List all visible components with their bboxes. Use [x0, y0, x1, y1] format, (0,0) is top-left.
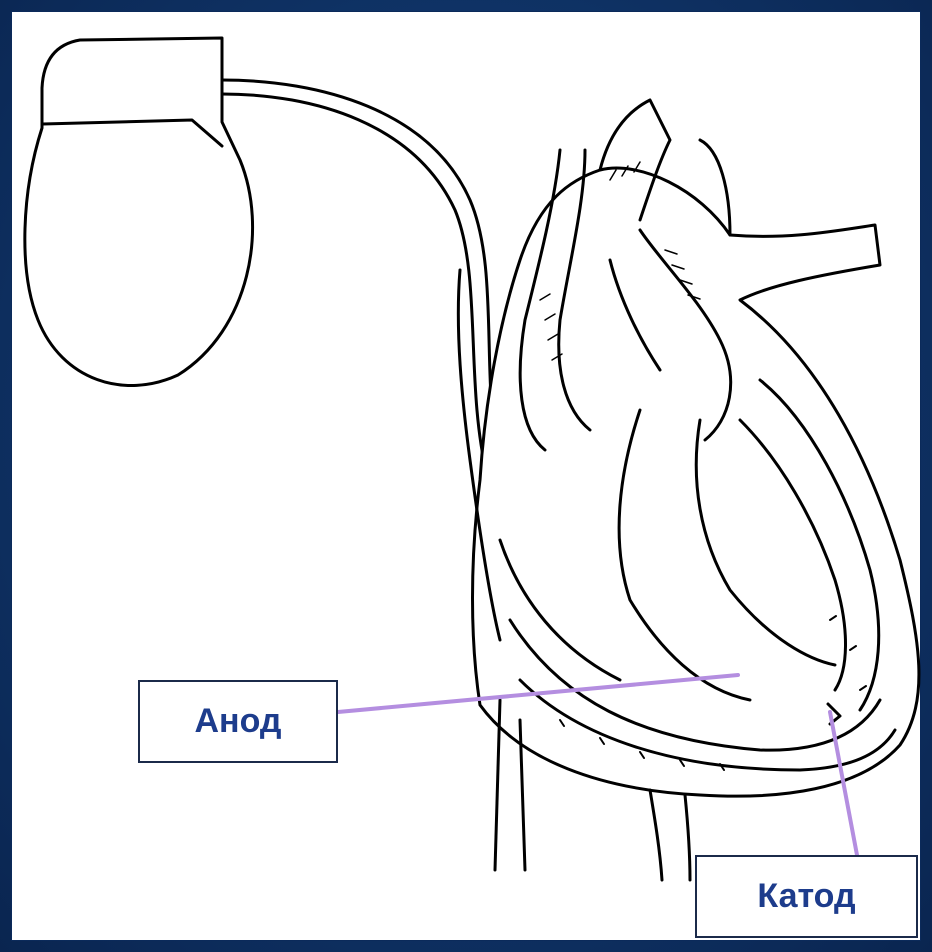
anode-label: Анод — [138, 680, 338, 763]
heart-drawing-icon — [458, 100, 919, 880]
anode-label-text: Анод — [195, 702, 282, 741]
pacemaker-generator-icon — [25, 38, 253, 386]
cathode-label-text: Катод — [757, 877, 855, 916]
cathode-label: Катод — [695, 855, 918, 938]
